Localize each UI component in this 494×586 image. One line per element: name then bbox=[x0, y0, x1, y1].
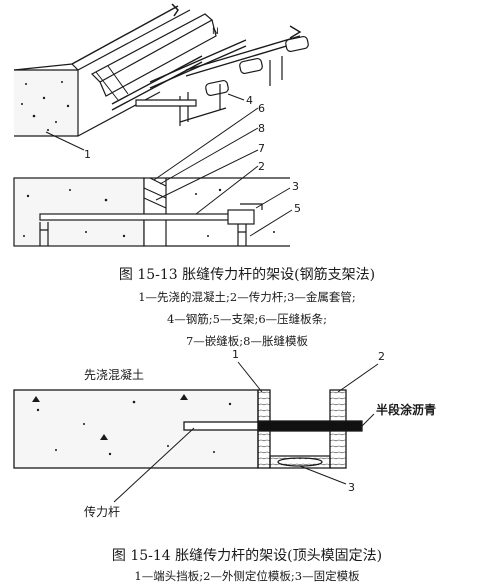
fig13-dowels-3d bbox=[111, 35, 309, 126]
fig13-title: 图 15-13 胀缝传力杆的架设(钢筋支架法) bbox=[118, 267, 376, 283]
fig13-concrete-texture bbox=[21, 81, 70, 131]
fig13-perspective: N bbox=[13, 3, 309, 137]
fig14-callout-2: 2 bbox=[378, 350, 385, 363]
fig13-legend-line-2: 4—钢筋;5—支架;6—压缝板条; bbox=[166, 312, 328, 326]
fig14-callout-leaders bbox=[113, 361, 379, 503]
fig13-callout-leaders bbox=[153, 107, 293, 237]
fig14-legend-line-1: 1—端头挡板;2—外侧定位模板;3—固定模板 bbox=[134, 569, 360, 583]
fig13-top-mark bbox=[171, 3, 179, 17]
fig13-sleeve bbox=[227, 209, 255, 225]
fig14-callout-1: 1 bbox=[232, 348, 239, 361]
fig14-dowel bbox=[183, 421, 259, 431]
svg-text:N: N bbox=[212, 27, 219, 37]
fig13-callout-1: 1 bbox=[84, 148, 91, 161]
fig13-support-left bbox=[39, 222, 49, 246]
fig14-dowel-label: 传力杆 bbox=[84, 505, 121, 519]
fig13-callout-3: 3 bbox=[292, 180, 299, 193]
fig13-callout-4: 4 bbox=[246, 94, 253, 107]
fig13-joint-board bbox=[143, 177, 167, 247]
fig14-section bbox=[13, 389, 363, 469]
fig13-slab-left bbox=[13, 177, 145, 247]
fig13-section bbox=[13, 177, 290, 247]
fig13-callout-5: 5 bbox=[294, 202, 301, 215]
fig13-support-right bbox=[237, 224, 247, 246]
fig13-legend-line-3: 7—嵌缝板;8—胀缝模板 bbox=[185, 334, 308, 348]
fig14-title: 图 15-14 胀缝传力杆的架设(顶头模固定法) bbox=[111, 548, 383, 564]
fig13-concrete-block bbox=[14, 69, 79, 137]
fig13-callout-6: 6 bbox=[258, 102, 265, 115]
fig13-legend-line-1: 1—先浇的混凝土;2—传力杆;3—金属套管; bbox=[138, 290, 356, 304]
fig14-callout-3: 3 bbox=[348, 481, 355, 494]
fig13-callout-7: 7 bbox=[258, 142, 265, 155]
fig13-dowel-bar bbox=[39, 213, 253, 221]
fig14-bitumen-label: 半段涂沥青 bbox=[376, 403, 437, 417]
fig13-callout-8: 8 bbox=[258, 122, 265, 135]
fig14-dowel-bitumen bbox=[257, 420, 363, 432]
fig13-callout-2: 2 bbox=[258, 160, 265, 173]
fig14-concrete-label: 先浇混凝土 bbox=[84, 368, 145, 382]
